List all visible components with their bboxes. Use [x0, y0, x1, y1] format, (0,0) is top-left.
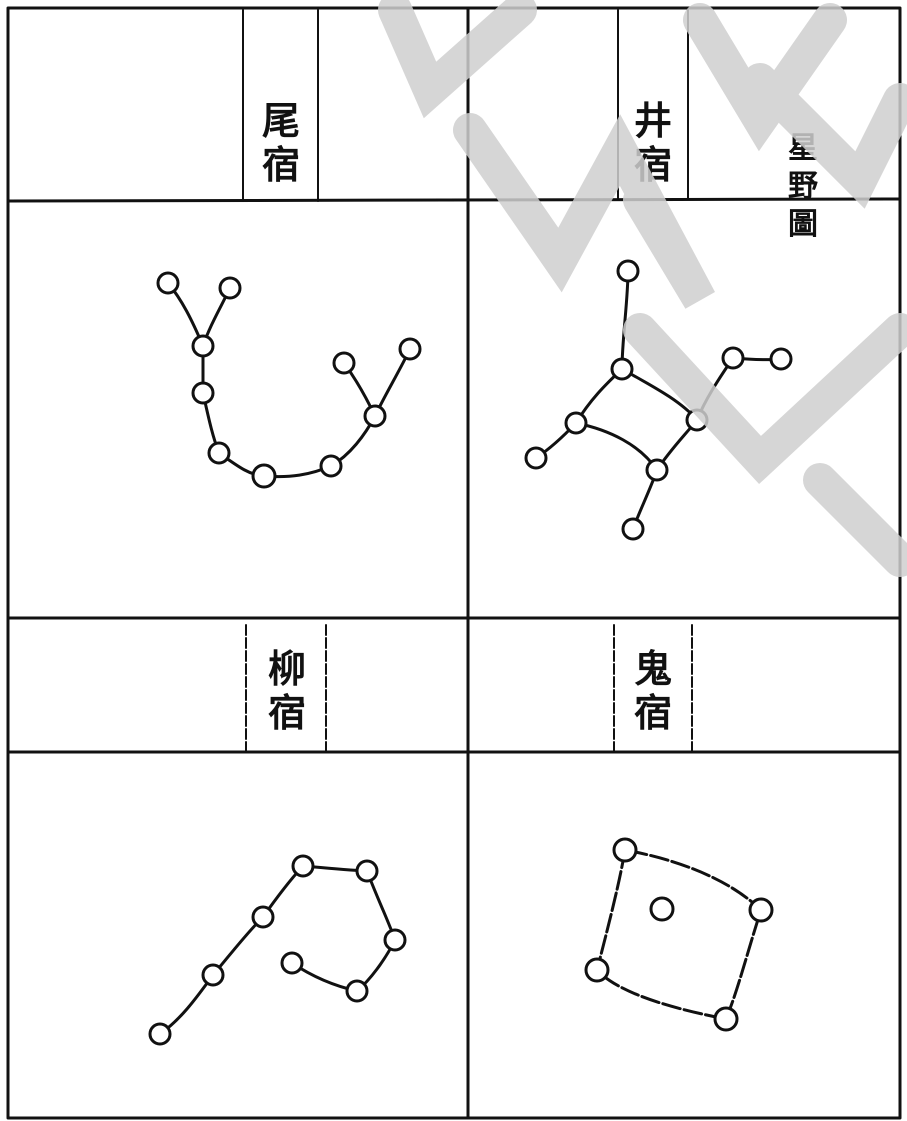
label-gui-char-1: 鬼	[633, 645, 672, 691]
label-liu-char-1: 柳	[267, 645, 306, 691]
side-title-char-2: 野	[788, 169, 818, 204]
wei-constellation	[156, 271, 422, 489]
label-wei: 尾 宿	[246, 90, 316, 195]
side-title: 星 野 圖	[778, 130, 828, 244]
label-gui-char-2: 宿	[633, 689, 672, 735]
label-liu-char-2: 宿	[267, 689, 306, 735]
gui-constellation	[584, 837, 774, 1032]
label-jing-char-2: 宿	[633, 141, 672, 187]
label-wei-char-1: 尾	[261, 97, 300, 143]
label-jing-char-1: 井	[633, 97, 672, 143]
rule-top	[6, 197, 902, 203]
side-title-char-1: 星	[788, 131, 818, 166]
label-gui: 鬼 宿	[616, 638, 690, 743]
outer-frame	[6, 6, 902, 1120]
side-title-char-3: 圖	[788, 207, 818, 242]
liu-constellation	[148, 854, 407, 1046]
label-wei-char-2: 宿	[261, 141, 300, 187]
jing-constellation	[524, 259, 793, 541]
label-liu: 柳 宿	[250, 638, 324, 743]
label-jing: 井 宿	[620, 90, 686, 195]
